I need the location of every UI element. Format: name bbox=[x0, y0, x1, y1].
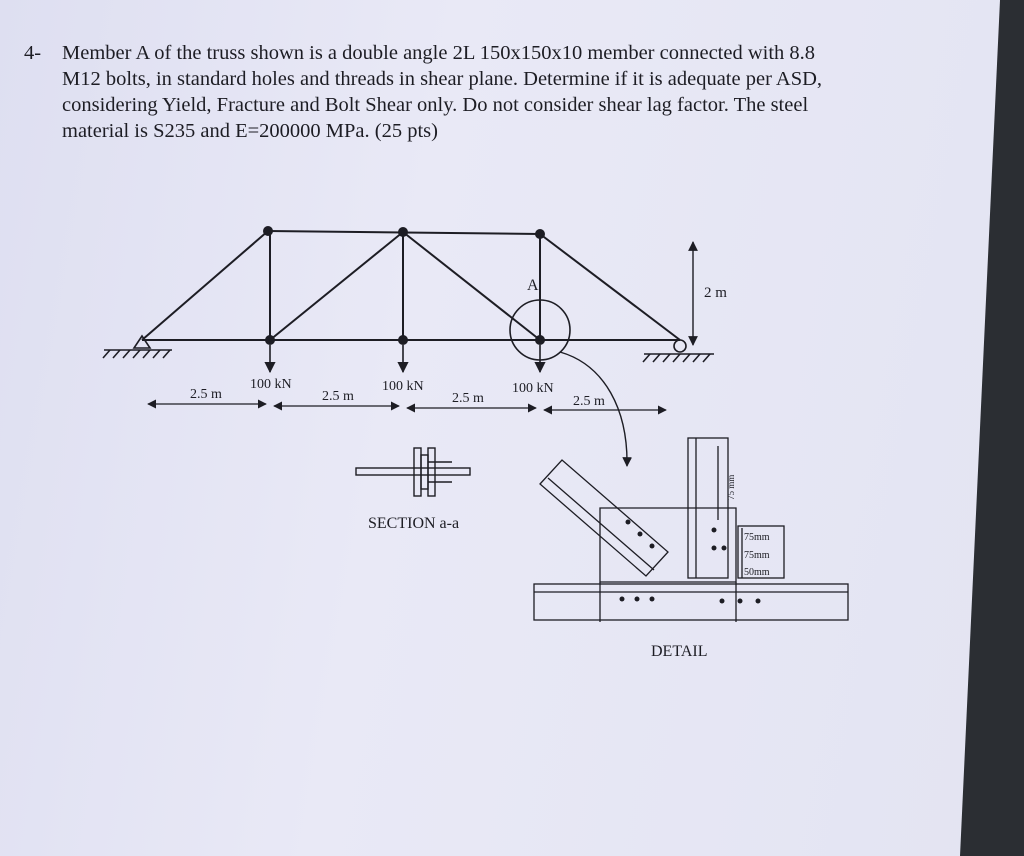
joint bbox=[263, 226, 273, 236]
bolt bbox=[625, 519, 631, 525]
end-diagonal-left bbox=[141, 230, 269, 341]
detail-dim-label-1: 75mm bbox=[744, 532, 770, 543]
section-a-a-sketch bbox=[355, 447, 471, 497]
load-arrows bbox=[264, 345, 546, 374]
bolt bbox=[719, 598, 725, 604]
diagonal-member-angle bbox=[539, 459, 669, 577]
diagonal-2 bbox=[402, 231, 541, 341]
end-diagonal-right bbox=[539, 233, 681, 341]
problem-line-1: Member A of the truss shown is a double … bbox=[62, 42, 816, 64]
diagonal-1 bbox=[269, 231, 404, 341]
span-dimensions bbox=[147, 399, 667, 415]
height-label: 2 m bbox=[704, 285, 727, 301]
problem-number: 4- bbox=[24, 42, 42, 64]
problem-line-2: M12 bolts, in standard holes and threads… bbox=[62, 68, 823, 90]
bolt bbox=[619, 596, 625, 602]
problem-statement: 4- Member A of the truss shown is a doub… bbox=[24, 40, 944, 144]
detail-leader-arrow bbox=[559, 351, 633, 467]
bottom-chord-angle bbox=[533, 583, 849, 621]
roller-support-right bbox=[642, 339, 714, 363]
span-label-3: 2.5 m bbox=[452, 391, 484, 406]
span-label-1: 2.5 m bbox=[190, 387, 222, 402]
problem-line-4: material is S235 and E=200000 MPa. (25 p… bbox=[62, 120, 438, 142]
bolt bbox=[634, 596, 640, 602]
bolt bbox=[711, 527, 717, 533]
span-label-4: 2.5 m bbox=[573, 394, 605, 409]
detail-bolts bbox=[619, 519, 761, 604]
bolt bbox=[649, 596, 655, 602]
span-label-2: 2.5 m bbox=[322, 389, 354, 404]
detail-drawing bbox=[533, 437, 849, 622]
joint bbox=[535, 229, 545, 239]
detail-dim-label-2: 75mm bbox=[744, 550, 770, 561]
detail-dim-label-3: 50mm bbox=[744, 567, 770, 578]
bolt bbox=[721, 545, 727, 551]
joint bbox=[398, 227, 408, 237]
section-label: SECTION a-a bbox=[368, 515, 459, 532]
truss-joints bbox=[263, 226, 545, 345]
paper-sheet bbox=[0, 0, 1000, 856]
joint bbox=[398, 335, 408, 345]
truss-members bbox=[141, 230, 681, 341]
bolt bbox=[737, 598, 743, 604]
detail-dim-label-75mm-vertical: 75 mm bbox=[726, 475, 736, 500]
detail-label: DETAIL bbox=[651, 643, 707, 660]
bolt bbox=[637, 531, 643, 537]
load-label-3: 100 kN bbox=[512, 381, 554, 396]
bolt-dimension-box bbox=[737, 525, 785, 579]
bolt bbox=[755, 598, 761, 604]
member-a-label: A bbox=[527, 277, 539, 294]
gusset-plate bbox=[599, 507, 737, 583]
load-label-2: 100 kN bbox=[382, 379, 424, 394]
vertical-member-angle bbox=[687, 437, 729, 579]
problem-line-3: considering Yield, Fracture and Bolt She… bbox=[62, 94, 809, 116]
load-label-1: 100 kN bbox=[250, 377, 292, 392]
pin-support-left bbox=[102, 334, 172, 359]
joint bbox=[265, 335, 275, 345]
bolt bbox=[649, 543, 655, 549]
joint bbox=[535, 335, 545, 345]
bolt bbox=[711, 545, 717, 551]
